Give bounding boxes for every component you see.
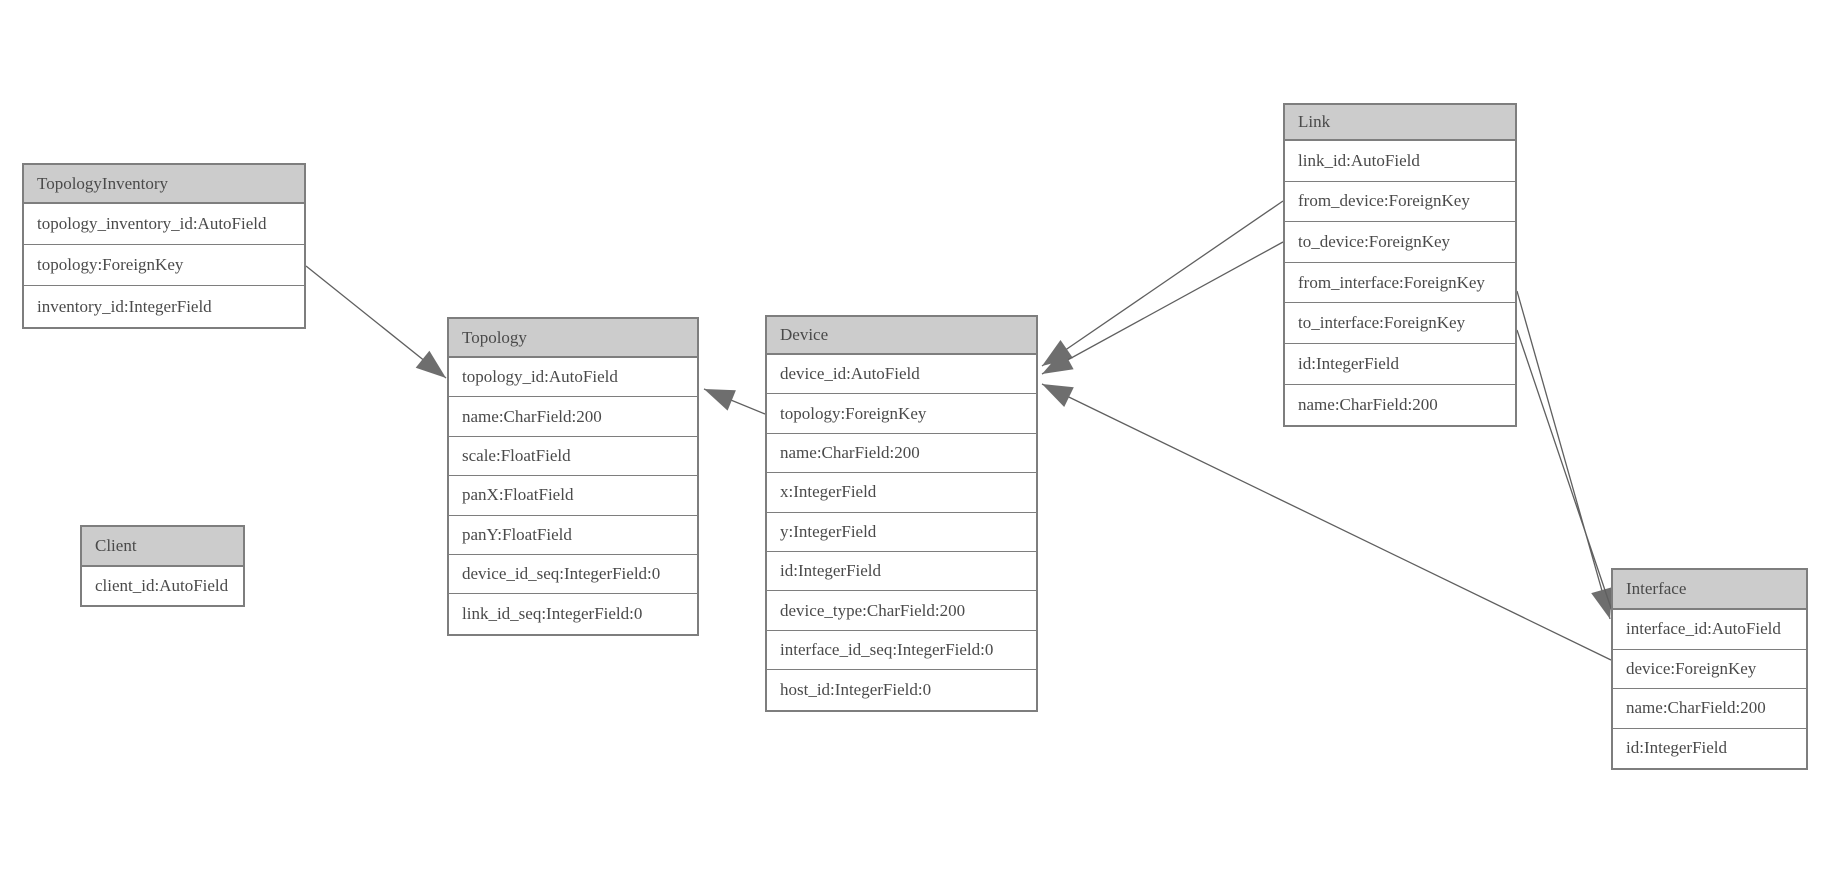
field-row: host_id:IntegerField:0 [767, 670, 1036, 710]
field-row: from_interface:ForeignKey [1285, 262, 1515, 304]
field-row: y:IntegerField [767, 512, 1036, 552]
field-row: to_interface:ForeignKey [1285, 303, 1515, 344]
entity-title: Topology [449, 319, 697, 358]
field-row: from_device:ForeignKey [1285, 181, 1515, 223]
relation-line [1041, 383, 1612, 661]
field-row: name:CharField:200 [1613, 689, 1806, 729]
field-row: id:IntegerField [1285, 343, 1515, 385]
field-row: id:IntegerField [1613, 728, 1806, 768]
arrowhead-icon [704, 389, 736, 411]
field-row: link_id_seq:IntegerField:0 [449, 594, 697, 634]
relation-line [1041, 241, 1284, 375]
field-row: link_id:AutoField [1285, 141, 1515, 182]
field-row: topology_inventory_id:AutoField [24, 204, 304, 245]
field-row: interface_id:AutoField [1613, 610, 1806, 650]
entity-title: TopologyInventory [24, 165, 304, 204]
entity-title: Interface [1613, 570, 1806, 610]
field-row: name:CharField:200 [1285, 384, 1515, 426]
field-row: device_id_seq:IntegerField:0 [449, 554, 697, 595]
field-row: topology_id:AutoField [449, 358, 697, 398]
field-row: device:ForeignKey [1613, 649, 1806, 689]
field-row: panX:FloatField [449, 476, 697, 516]
field-row: id:IntegerField [767, 551, 1036, 592]
relation-line [1516, 329, 1613, 612]
field-row: scale:FloatField [449, 436, 697, 477]
field-row: to_device:ForeignKey [1285, 222, 1515, 263]
field-row: interface_id_seq:IntegerField:0 [767, 630, 1036, 671]
field-row: panY:FloatField [449, 515, 697, 555]
field-row: topology:ForeignKey [767, 394, 1036, 434]
arrowhead-icon [1042, 384, 1074, 407]
entity-title: Client [82, 527, 243, 567]
relation-line [1041, 200, 1284, 367]
field-row: device_id:AutoField [767, 355, 1036, 395]
field-row: name:CharField:200 [449, 397, 697, 437]
arrowhead-icon [415, 350, 446, 378]
arrowhead-icon [1042, 349, 1074, 374]
field-row: x:IntegerField [767, 473, 1036, 513]
field-row: client_id:AutoField [82, 567, 243, 605]
field-row: topology:ForeignKey [24, 245, 304, 286]
entity-title: Device [767, 317, 1036, 355]
relation-line [1516, 290, 1611, 620]
field-row: name:CharField:200 [767, 433, 1036, 474]
field-row: device_type:CharField:200 [767, 591, 1036, 631]
entity-title: Link [1285, 105, 1515, 141]
field-row: inventory_id:IntegerField [24, 286, 304, 327]
